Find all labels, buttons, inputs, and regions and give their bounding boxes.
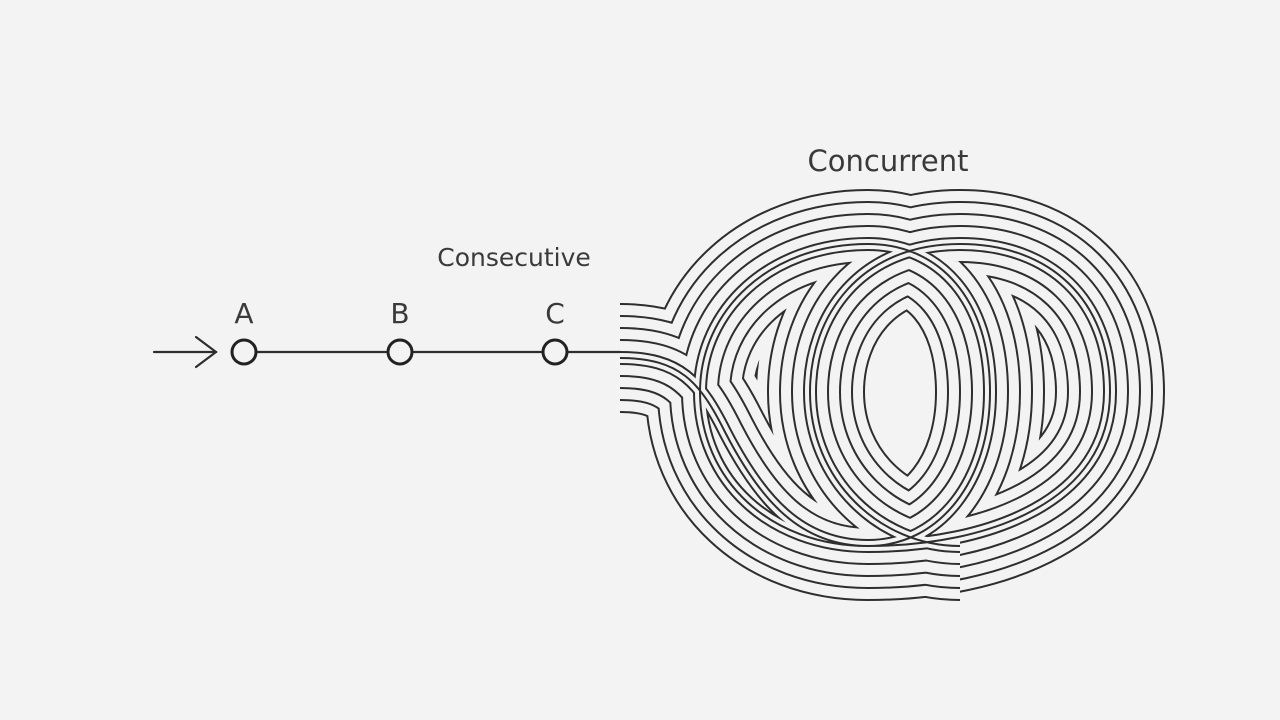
entry-arrow-icon: [152, 335, 218, 369]
concurrent-strand-center: [619, 242, 1112, 548]
node-b-label: B: [390, 297, 409, 330]
node-a: [230, 338, 258, 366]
node-c-label: C: [545, 297, 565, 330]
concurrent-label: Concurrent: [808, 144, 969, 178]
node-a-label: A: [234, 297, 253, 330]
node-b: [386, 338, 414, 366]
consecutive-label: Consecutive: [437, 243, 591, 272]
node-c: [541, 338, 569, 366]
concurrent-tangle: [618, 189, 1165, 601]
